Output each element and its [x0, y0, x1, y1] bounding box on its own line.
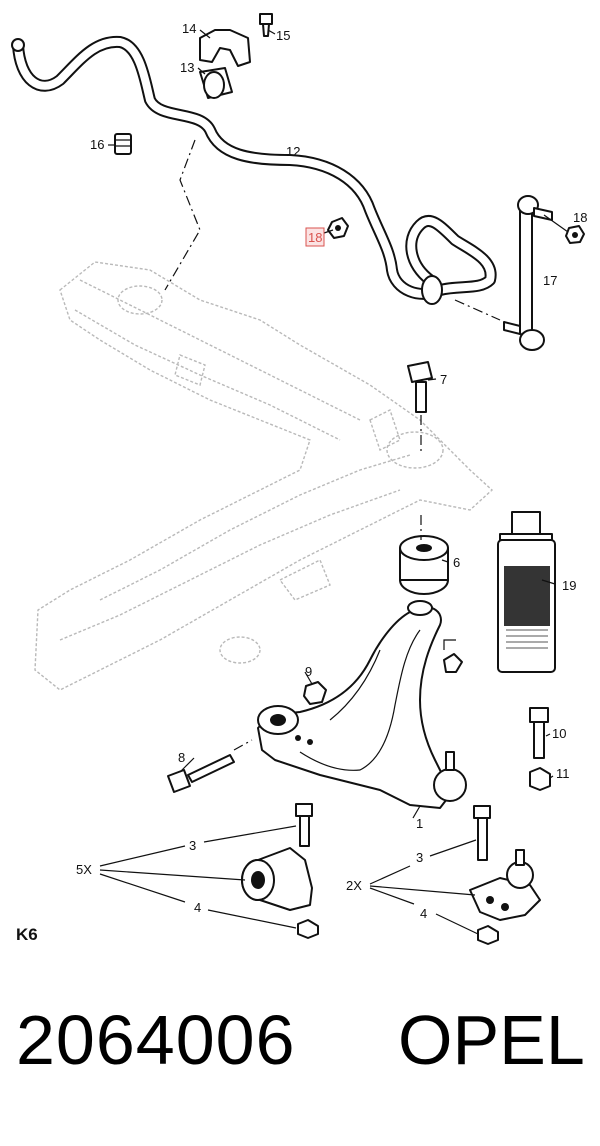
leader-lines [99, 29, 556, 935]
control-arm-front-bolt [167, 754, 235, 793]
callout-3-right: 3 [416, 850, 423, 865]
kit-bushing [241, 847, 313, 911]
callout-14: 14 [182, 21, 196, 36]
subframe-bolt [407, 361, 433, 413]
leader-18-right [543, 214, 569, 233]
control-arm-nut-small [303, 681, 327, 705]
callout-5x: 5X [76, 862, 92, 877]
callout-labels: 14 15 13 16 12 18 18 17 7 6 19 9 10 8 11… [16, 21, 587, 944]
callout-18-highlighted[interactable]: 18 [308, 230, 322, 245]
kit-bolt-b [473, 805, 491, 861]
callout-6: 6 [453, 555, 460, 570]
kit-bolt-a [295, 803, 313, 847]
ball-joint-bolt [529, 707, 549, 759]
part-number: 2064006 [16, 1001, 296, 1079]
callout-4-right: 4 [420, 906, 427, 921]
kit-nut-b [477, 925, 499, 945]
callout-1: 1 [416, 816, 423, 831]
highlight-box [305, 227, 325, 247]
link-nut-right [565, 225, 585, 244]
callout-8: 8 [178, 750, 185, 765]
callout-19: 19 [562, 578, 576, 593]
callout-13: 13 [180, 60, 194, 75]
grease-bottle [497, 511, 556, 673]
callout-12: 12 [286, 144, 300, 159]
callout-3-left: 3 [189, 838, 196, 853]
assembly-line-front-bolt [233, 739, 253, 751]
stabilizer-clamp [199, 29, 251, 67]
callout-11: 11 [556, 766, 570, 781]
callout-2x: 2X [346, 878, 362, 893]
link-nut-left [327, 217, 349, 239]
stabilizer-bar [11, 35, 497, 305]
control-arm-rear-bushing [399, 535, 449, 595]
subframe-ghost-outline [34, 261, 494, 691]
ball-joint-nut [529, 767, 551, 791]
callout-7: 7 [440, 372, 447, 387]
callout-9: 9 [305, 664, 312, 679]
assembly-line [164, 139, 201, 291]
callout-15: 15 [276, 28, 290, 43]
diagram-code: K6 [16, 925, 38, 944]
control-arm [257, 600, 467, 809]
stabilizer-link [503, 195, 553, 351]
clamp-bolt [259, 13, 273, 37]
stabilizer-bushing [199, 67, 233, 99]
grease-dab [443, 653, 463, 673]
brand-name: OPEL [398, 1001, 585, 1079]
kit-ball-joint [469, 849, 541, 921]
callout-18: 18 [573, 210, 587, 225]
threaded-insert [114, 133, 132, 155]
callout-17: 17 [543, 273, 557, 288]
callout-10: 10 [552, 726, 566, 741]
callout-16: 16 [90, 137, 104, 152]
grease-application-marker [443, 639, 456, 650]
assembly-line-link [454, 299, 501, 321]
kit-nut-a [297, 919, 319, 939]
callout-4-left: 4 [194, 900, 201, 915]
